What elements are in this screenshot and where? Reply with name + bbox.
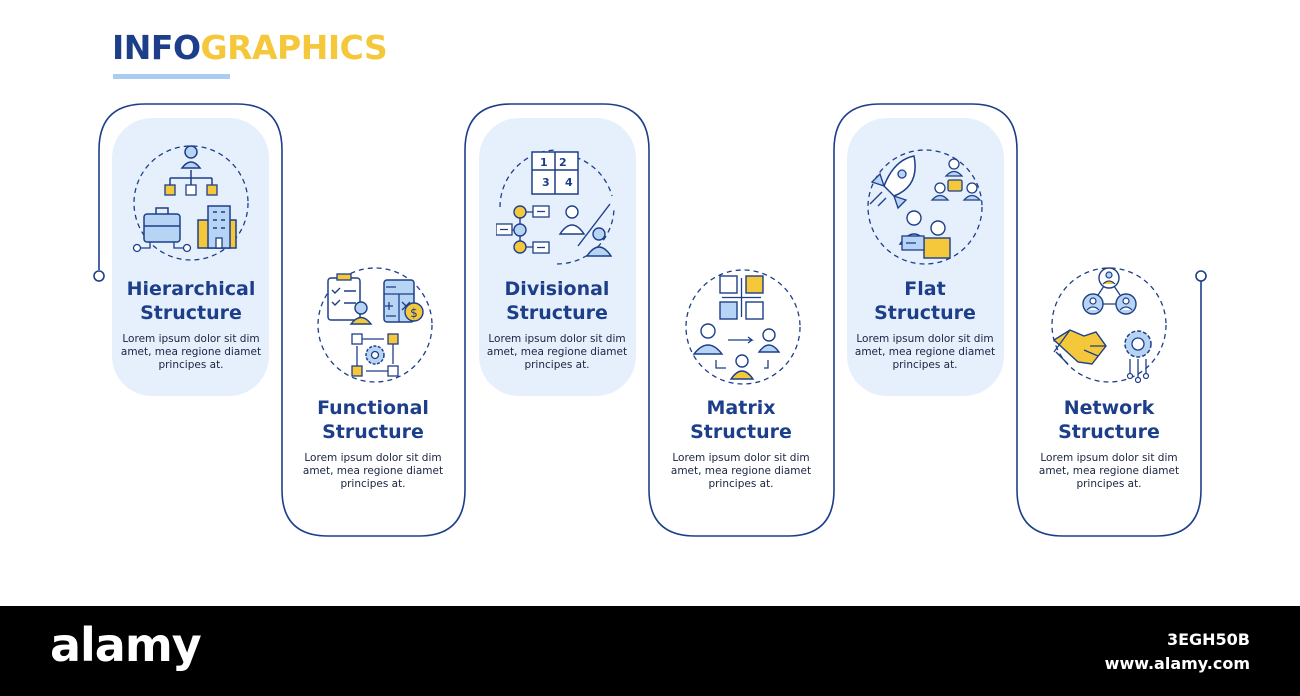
footer-info: 3EGH50B www.alamy.com: [1105, 628, 1250, 676]
item-description: Lorem ipsum dolor sit dim amet, mea regi…: [486, 333, 628, 371]
div-num-2: 2: [559, 156, 567, 169]
svg-text:$: $: [410, 306, 418, 320]
hierarchy-icon: [132, 145, 249, 261]
site-url: www.alamy.com: [1104, 654, 1250, 673]
network-icon: [1051, 267, 1167, 384]
functional-icon: $: [317, 267, 433, 383]
item-description: Lorem ipsum dolor sit dim amet, mea regi…: [1038, 452, 1180, 490]
item-description: Lorem ipsum dolor sit dim amet, mea regi…: [302, 452, 444, 490]
matrix-icon: [685, 269, 801, 385]
title-underline: [113, 74, 230, 79]
div-num-3: 3: [542, 176, 550, 189]
div-num-1: 1: [540, 156, 548, 169]
end-dot: [1195, 270, 1207, 282]
item-description: Lorem ipsum dolor sit dim amet, mea regi…: [120, 333, 262, 371]
panel-hierarchical: [112, 118, 269, 396]
image-id: 3EGH50B: [1166, 630, 1250, 649]
flat-icon: [867, 149, 983, 265]
item-description: Lorem ipsum dolor sit dim amet, mea regi…: [854, 333, 996, 371]
divisional-icon: 1 2 3 4: [496, 149, 615, 265]
item-description: Lorem ipsum dolor sit dim amet, mea regi…: [670, 452, 812, 490]
div-num-4: 4: [565, 176, 573, 189]
panel-divisional: [479, 118, 636, 396]
serpentine-line: [98, 103, 1202, 537]
footer-bar: [0, 606, 1300, 696]
start-dot: [93, 270, 105, 282]
page-title: INFOGRAPHICS: [112, 28, 388, 67]
watermark-logo: alamy: [50, 618, 202, 672]
